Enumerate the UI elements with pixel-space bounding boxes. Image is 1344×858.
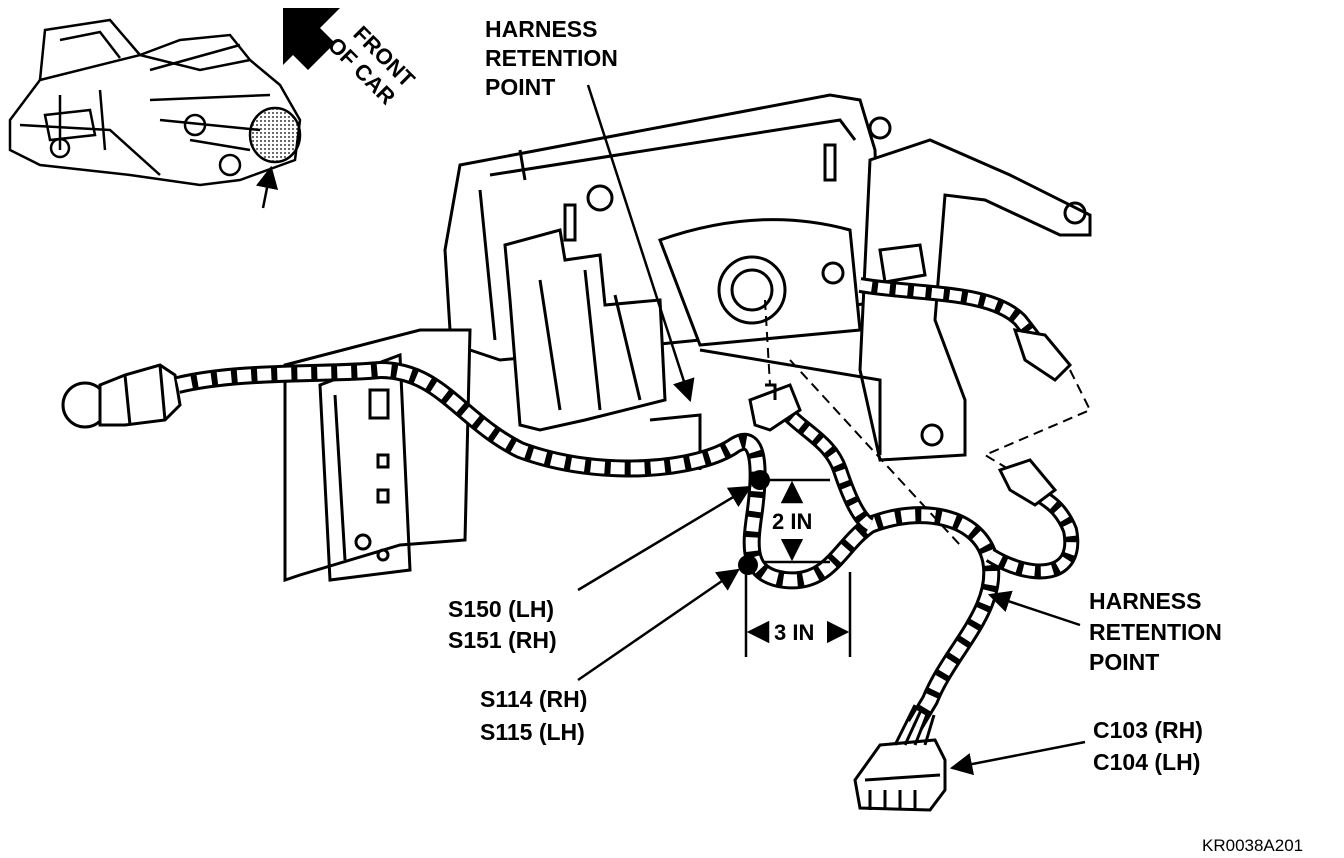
svg-text:S151 (RH): S151 (RH) [448,627,557,653]
car-locator-icon [8,18,302,187]
front-direction-arrow-icon [283,8,340,70]
splice-dot-icon [750,470,770,490]
svg-text:RETENTION: RETENTION [1089,619,1222,645]
dimension-2in-label: 2 IN [772,509,812,534]
splice-s114-s115-label: S114 (RH) S115 (LH) [480,686,587,745]
svg-text:POINT: POINT [1089,649,1159,675]
svg-text:RETENTION: RETENTION [485,45,618,71]
dimension-2in [765,478,830,564]
harness-retention-point-top-label: HARNESS RETENTION POINT [485,16,618,100]
marker-bulb-socket [61,363,182,429]
svg-text:POINT: POINT [485,74,555,100]
svg-text:S150 (LH): S150 (LH) [448,596,554,622]
headlamp-bulb-connector [748,383,802,432]
dimension-3in-label: 3 IN [774,620,814,645]
c103-c104-connector [853,704,947,812]
connector-c103-c104-label: C103 (RH) C104 (LH) [1093,717,1203,775]
svg-text:S114 (RH): S114 (RH) [480,686,587,712]
harness-retention-point-right-label: HARNESS RETENTION POINT [1089,588,1222,675]
reference-dashed-lines [764,299,1092,546]
figure-code: KR0038A201 [1202,836,1303,855]
inline-connector [997,458,1058,507]
callout-leaders [577,84,1086,776]
svg-text:C104 (LH): C104 (LH) [1093,749,1200,775]
locator-pointer-arrow [255,165,279,209]
headlamp-assembly [443,93,1092,470]
splice-dot-icon [738,555,758,575]
splice-s150-s151-label: S150 (LH) S151 (RH) [448,596,557,653]
svg-text:HARNESS: HARNESS [485,16,597,42]
dimension-3in [744,570,852,657]
side-panel [283,328,472,583]
svg-text:C103 (RH): C103 (RH) [1093,717,1203,743]
svg-text:HARNESS: HARNESS [1089,588,1201,614]
svg-text:S115 (LH): S115 (LH) [480,719,585,745]
side-lamp-connector [821,261,1073,382]
